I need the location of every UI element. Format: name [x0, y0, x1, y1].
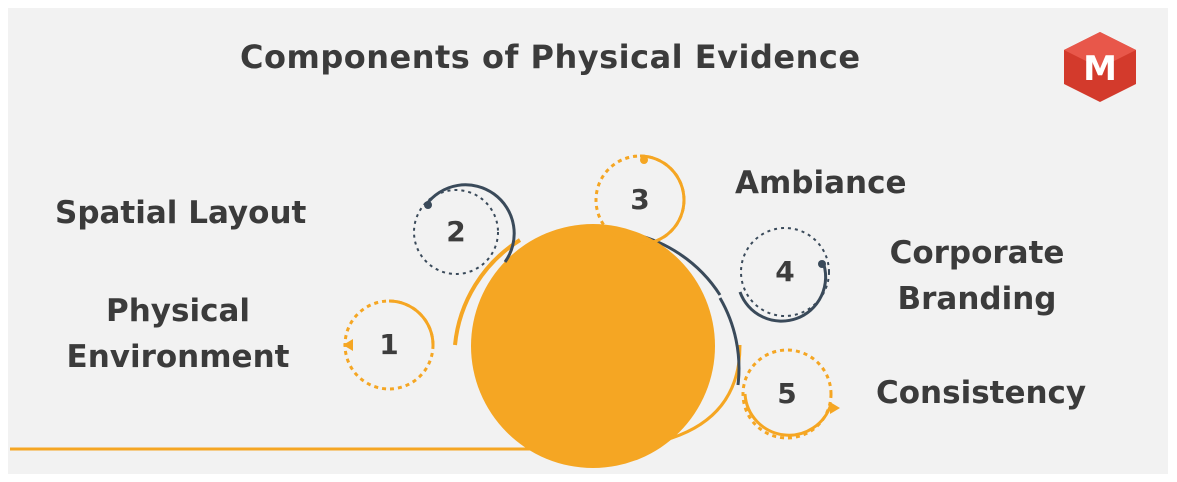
hexagon-logo-icon: M: [1064, 32, 1136, 102]
label-line: Corporate: [889, 235, 1065, 271]
label-corporate-branding: Corporate Branding: [872, 230, 1082, 322]
label-physical-environment: Physical Environment: [48, 288, 308, 380]
diagram-title: Components of Physical Evidence: [240, 38, 861, 76]
node-5-number: 5: [777, 377, 797, 410]
label-ambiance: Ambiance: [735, 160, 907, 206]
node-4-ring: [740, 227, 830, 317]
central-hub: [471, 224, 715, 468]
label-line: Branding: [897, 281, 1057, 317]
label-line: Physical: [106, 293, 250, 329]
label-line: Ambiance: [735, 165, 907, 201]
node-2-number: 2: [446, 215, 466, 248]
hub-orbit-left: [453, 238, 522, 346]
node-1-number: 1: [379, 328, 399, 361]
hub-orbit-right: [718, 297, 741, 386]
node-2-ring: [413, 189, 499, 275]
label-line: Consistency: [876, 375, 1087, 411]
node-5-ring: [741, 348, 833, 440]
logo-letter: M: [1083, 49, 1117, 89]
node-3-number: 3: [630, 183, 650, 216]
label-spatial-layout: Spatial Layout: [55, 190, 306, 236]
label-line: Spatial Layout: [55, 195, 307, 231]
label-line: Environment: [66, 339, 290, 375]
label-consistency: Consistency: [876, 370, 1086, 416]
node-4-number: 4: [775, 255, 795, 288]
